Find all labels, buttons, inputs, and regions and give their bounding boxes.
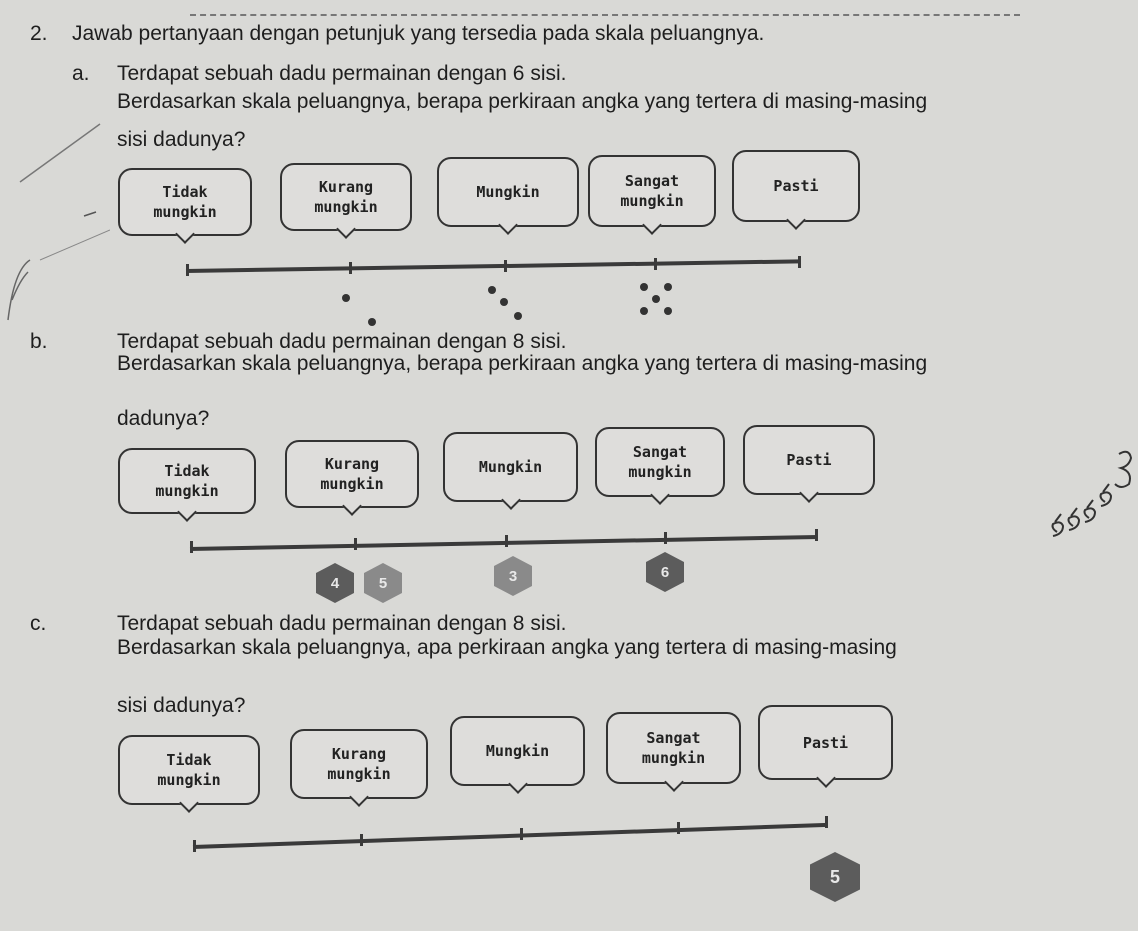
scale-b-line xyxy=(189,534,818,551)
part-b-letter: b. xyxy=(30,330,48,353)
part-c-letter: c. xyxy=(30,612,47,635)
scale-c-tick-3 xyxy=(677,822,680,834)
scale-b-label-tidak-mungkin: Tidak mungkin xyxy=(118,448,256,514)
d8-die-icon: 3 xyxy=(494,556,532,596)
d8-die-icon: 5 xyxy=(810,852,860,902)
scale-c-label-pasti: Pasti xyxy=(758,705,893,780)
scale-b-label-mungkin: Mungkin xyxy=(443,432,578,502)
d8-die-icon: 6 xyxy=(646,552,684,592)
scale-c-tick-1 xyxy=(360,834,363,846)
scale-a-tick-0 xyxy=(186,264,189,276)
scale-c-label-kurang-mungkin: Kurang mungkin xyxy=(290,729,428,799)
scale-b-label-sangat-mungkin: Sangat mungkin xyxy=(595,427,725,497)
scale-c-tick-2 xyxy=(520,828,523,840)
scale-b-tick-1 xyxy=(354,538,357,550)
top-divider xyxy=(190,14,1020,16)
scale-a-label-kurang-mungkin: Kurang mungkin xyxy=(280,163,412,231)
d8-die-icon: 4 xyxy=(316,563,354,603)
scale-b-label-kurang-mungkin: Kurang mungkin xyxy=(285,440,419,508)
scale-b-tick-4 xyxy=(815,529,818,541)
scale-c-line xyxy=(192,822,828,849)
part-c-line2: Berdasarkan skala peluangnya, apa perkir… xyxy=(117,636,897,659)
part-c-line1: Terdapat sebuah dadu permainan dengan 8 … xyxy=(117,612,567,635)
scale-a-line xyxy=(185,259,800,273)
scale-b-label-pasti: Pasti xyxy=(743,425,875,495)
part-a-line3: sisi dadunya? xyxy=(117,128,246,151)
part-b-line2: Berdasarkan skala peluangnya, berapa per… xyxy=(117,352,928,375)
part-b-line3: dadunya? xyxy=(117,407,210,430)
scale-a-tick-2 xyxy=(504,260,507,272)
scale-a-tick-3 xyxy=(654,258,657,270)
part-a-line1: Terdapat sebuah dadu permainan dengan 6 … xyxy=(117,62,567,85)
handwritten-numbers xyxy=(1051,450,1133,537)
d8-die-icon: 5 xyxy=(364,563,402,603)
scale-c-label-sangat-mungkin: Sangat mungkin xyxy=(606,712,741,784)
part-b-line1: Terdapat sebuah dadu permainan dengan 8 … xyxy=(117,330,567,353)
scale-c-label-mungkin: Mungkin xyxy=(450,716,585,786)
scale-a-label-mungkin: Mungkin xyxy=(437,157,579,227)
scale-c-tick-0 xyxy=(193,840,196,852)
part-a-line2: Berdasarkan skala peluangnya, berapa per… xyxy=(117,90,928,113)
scale-b-tick-2 xyxy=(505,535,508,547)
part-a-letter: a. xyxy=(72,62,90,85)
part-c-line3: sisi dadunya? xyxy=(117,694,246,717)
scale-a-label-sangat-mungkin: Sangat mungkin xyxy=(588,155,716,227)
question-text: Jawab pertanyaan dengan petunjuk yang te… xyxy=(72,22,765,45)
scale-b-tick-0 xyxy=(190,541,193,553)
scale-c-tick-4 xyxy=(825,816,828,828)
scale-a-tick-4 xyxy=(798,256,801,268)
scale-a-tick-1 xyxy=(349,262,352,274)
scale-b-tick-3 xyxy=(664,532,667,544)
scale-c-label-tidak-mungkin: Tidak mungkin xyxy=(118,735,260,805)
scale-a-label-pasti: Pasti xyxy=(732,150,860,222)
scale-a-label-tidak-mungkin: Tidak mungkin xyxy=(118,168,252,236)
question-number: 2. xyxy=(30,22,48,45)
pencil-marks xyxy=(7,123,110,321)
